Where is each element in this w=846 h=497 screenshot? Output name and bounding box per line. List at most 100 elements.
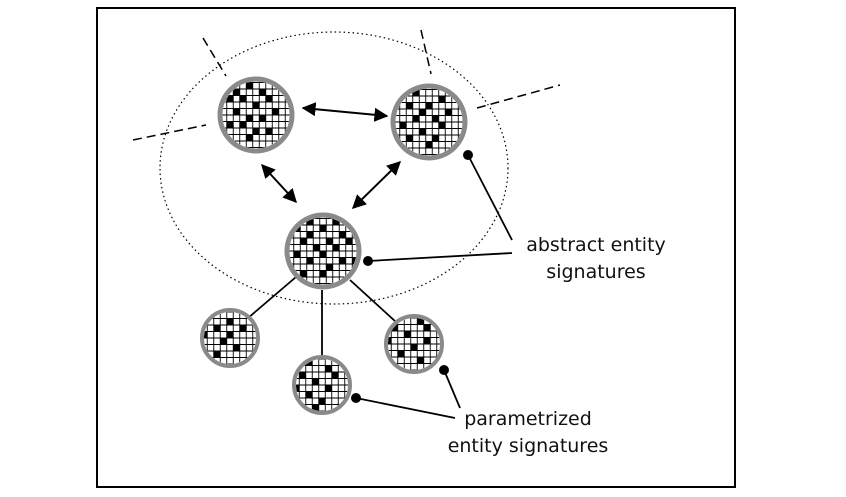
filled-cell	[432, 115, 439, 122]
filled-cell	[300, 238, 307, 245]
leader-abstract-from-center	[367, 252, 513, 262]
boundary-dash-top-left	[202, 37, 227, 77]
filled-cell	[296, 385, 300, 392]
filled-cell	[432, 135, 439, 142]
filled-cell	[305, 391, 313, 398]
filled-cell	[233, 89, 240, 96]
filled-cell	[313, 244, 320, 251]
filled-cell	[423, 337, 431, 344]
filled-cell	[233, 344, 240, 351]
filled-cell	[272, 108, 279, 115]
filled-cell	[412, 115, 420, 122]
link-center-to-param-right	[349, 279, 397, 323]
boundary-dash-right	[476, 84, 561, 109]
filled-cell	[252, 128, 260, 135]
param-label-line-1: parametrized	[464, 408, 592, 430]
filled-cell	[332, 218, 340, 225]
filled-cell	[425, 102, 433, 109]
filled-cell	[226, 331, 234, 338]
filled-cell	[306, 231, 314, 238]
filled-cell	[404, 331, 411, 338]
filled-cell	[293, 251, 301, 258]
leader-abstract-from-top-right	[467, 154, 513, 241]
filled-cell	[226, 121, 234, 128]
filled-cell	[306, 218, 314, 225]
signature-abstract-top-right	[390, 83, 468, 161]
filled-cell	[204, 331, 208, 338]
leader-param-from-bottom	[355, 397, 456, 419]
abstract-signature-region	[159, 31, 509, 305]
filled-cell	[397, 350, 405, 357]
filled-cell	[226, 95, 234, 102]
filled-cell	[391, 324, 398, 331]
filled-cell	[299, 372, 306, 379]
filled-cell	[233, 108, 240, 115]
signature-param-right	[384, 314, 444, 374]
filled-cell	[339, 231, 346, 238]
filled-cell	[239, 95, 247, 102]
filled-cell	[226, 318, 234, 325]
filled-cell	[239, 325, 247, 332]
param-label-line-2: entity signatures	[447, 435, 609, 457]
filled-cell	[319, 251, 327, 258]
abstract-center-ring	[284, 212, 362, 290]
filled-cell	[438, 96, 446, 103]
filled-cell	[423, 324, 431, 331]
filled-cell	[319, 225, 327, 232]
filled-cell	[417, 357, 424, 364]
arrow-top-left-to-center	[261, 163, 297, 204]
abstract-label-line-1: abstract entity	[526, 234, 666, 256]
filled-cell	[259, 89, 266, 96]
filled-cell	[213, 351, 221, 358]
filled-cell	[412, 89, 420, 96]
filled-cell	[312, 378, 319, 385]
filled-cell	[419, 128, 426, 135]
link-center-to-param-left	[247, 276, 297, 319]
filled-cell	[246, 134, 253, 141]
filled-cell	[410, 344, 418, 351]
filled-cell	[312, 404, 319, 411]
filled-cell	[300, 270, 307, 277]
boundary-dash-top-right	[420, 29, 432, 75]
filled-cell	[399, 122, 407, 129]
filled-cell	[259, 115, 266, 122]
leader-param-from-right	[443, 369, 461, 409]
filled-cell	[319, 270, 327, 277]
filled-cell	[406, 135, 413, 142]
filled-cell	[326, 264, 333, 271]
signature-abstract-center	[284, 212, 362, 290]
filled-cell	[306, 257, 314, 264]
filled-cell	[352, 257, 357, 264]
filled-cell	[325, 365, 332, 372]
filled-cell	[220, 338, 227, 345]
filled-cell	[419, 109, 426, 116]
signature-abstract-top-left	[217, 76, 295, 154]
filled-cell	[213, 325, 221, 332]
abstract-signatures-label: abstract entity signatures	[496, 232, 696, 286]
arrow-top-right-to-center	[351, 161, 402, 209]
arrow-top-left-to-top-right	[301, 102, 389, 122]
filled-cell	[332, 244, 340, 251]
leader-dot-top-right	[463, 150, 473, 160]
param-left-ring	[200, 308, 260, 368]
filled-cell	[331, 372, 339, 379]
filled-cell	[246, 115, 253, 122]
abstract-center-grid	[289, 217, 357, 285]
filled-cell	[345, 238, 353, 245]
filled-cell	[265, 128, 273, 135]
parametrized-signatures-label: parametrized entity signatures	[428, 406, 628, 460]
param-bottom-ring	[292, 355, 352, 415]
filled-cell	[326, 238, 333, 245]
filled-cell	[325, 385, 332, 392]
filled-cell	[388, 337, 392, 344]
filled-cell	[252, 102, 260, 109]
filled-cell	[246, 82, 253, 89]
filled-cell	[265, 95, 273, 102]
signature-param-bottom	[292, 355, 352, 415]
param-bottom-grid	[296, 359, 348, 411]
filled-cell	[239, 121, 247, 128]
boundary-dash-left	[132, 124, 207, 141]
abstract-label-line-2: signatures	[546, 261, 646, 283]
filled-cell	[445, 109, 452, 116]
filled-cell	[406, 102, 413, 109]
